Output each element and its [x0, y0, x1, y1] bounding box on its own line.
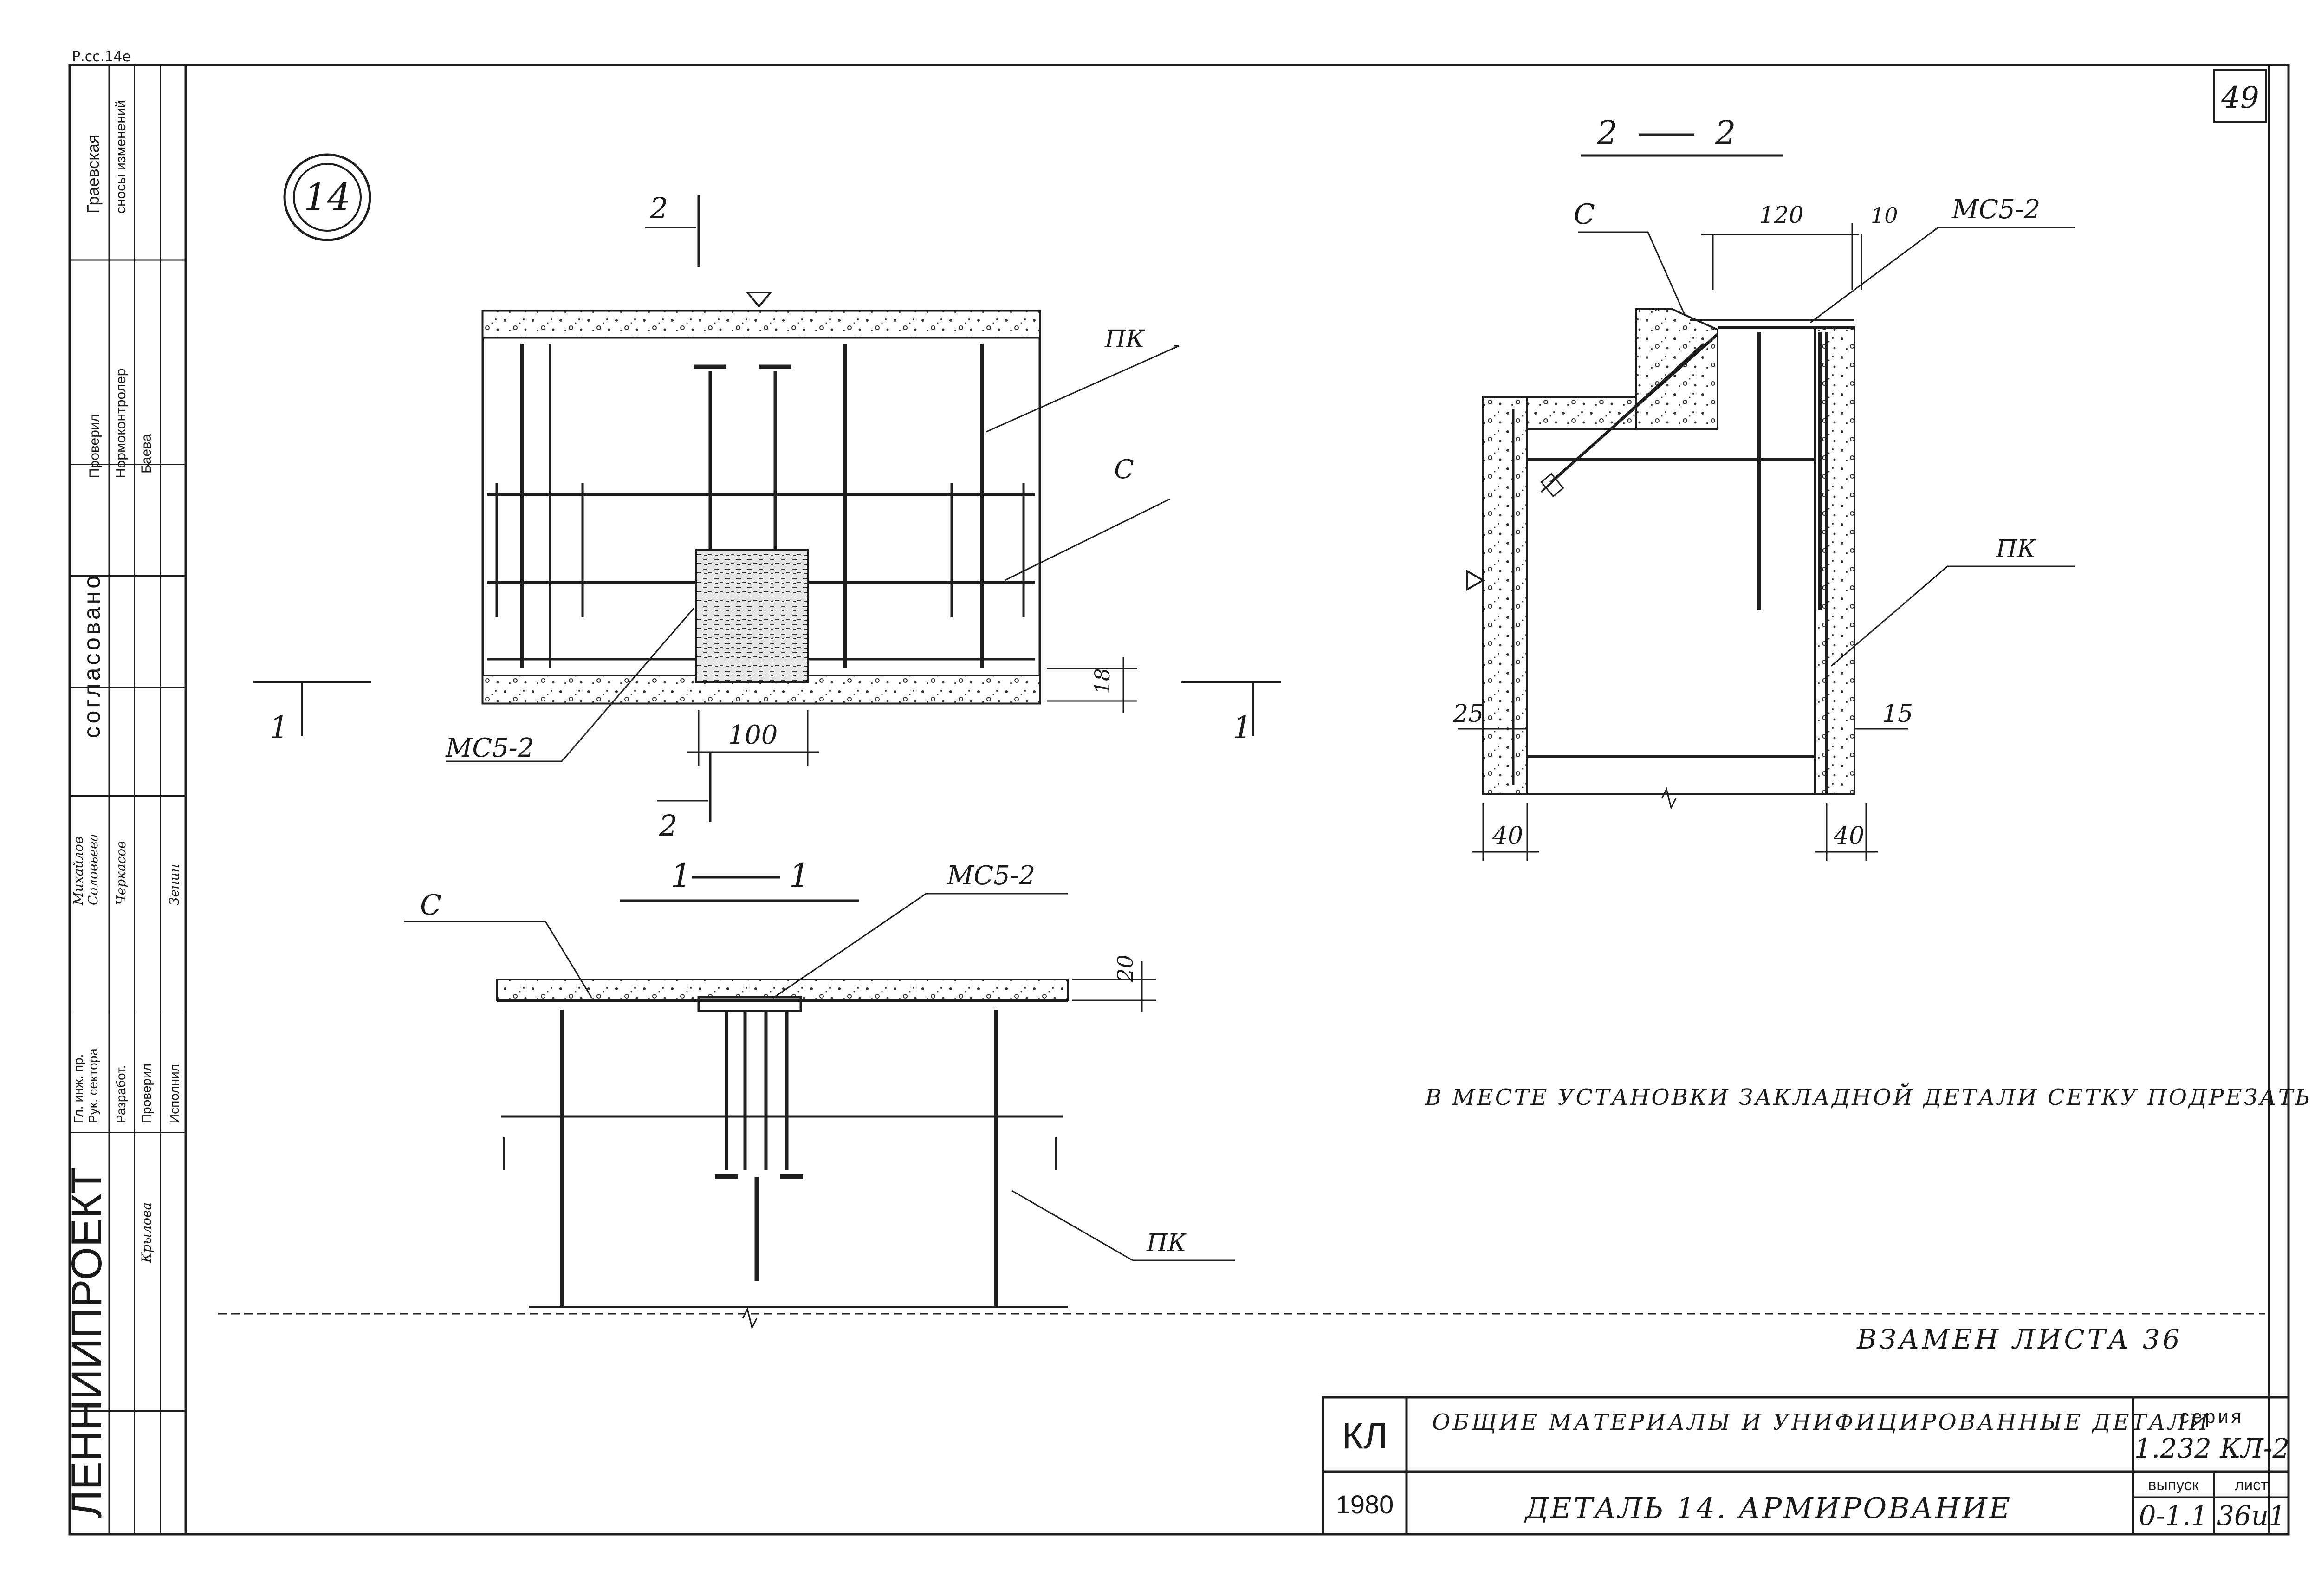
- agreed-label: согласовано: [79, 573, 105, 738]
- s22-dim-120: 120: [1759, 201, 1803, 228]
- plan-label-pk: ПК: [1104, 325, 1145, 353]
- embedded-plate: [695, 549, 809, 683]
- break-mark-1: [742, 1307, 758, 1330]
- s22-title-right: 2: [1715, 114, 1736, 152]
- section-1-1: 1 1 С МС5-2 ПК 20: [404, 856, 1235, 1308]
- s11-label-part: МС5-2: [947, 861, 1035, 891]
- name-1: Михайлов: [71, 837, 86, 906]
- detail-number: 14: [304, 175, 351, 219]
- top-name-2: Баева: [139, 434, 154, 474]
- s11-label-pk: ПК: [1146, 1229, 1187, 1257]
- section-2-2: 2 2 120 10 С МС5-2 ПК: [1452, 114, 2075, 861]
- name-5: Зенин: [167, 864, 182, 905]
- sheet-value: 36и1: [2217, 1500, 2286, 1531]
- plan-label-part: МС5-2: [445, 733, 534, 763]
- left-strip: ЛЕННИИПРОЕКТ согласовано Граевская сносы…: [63, 65, 186, 1534]
- issue-value: 0-1.1: [2139, 1500, 2208, 1531]
- series-label: серия: [2180, 1407, 2244, 1427]
- sheet-label: лист: [2235, 1476, 2268, 1494]
- plan-cut-top: 2: [649, 191, 668, 225]
- top-role-1: Проверил: [87, 414, 102, 478]
- detail-marker: 14: [283, 153, 371, 241]
- plan-dim-edge: 18: [1091, 668, 1115, 694]
- role-2: Рук. сектора: [86, 1048, 100, 1123]
- s22-dim-40-right: 40: [1833, 822, 1864, 850]
- plan-cut-bottom: 2: [659, 809, 677, 843]
- s22-label-part: МС5-2: [1951, 195, 2040, 225]
- year: 1980: [1336, 1490, 1394, 1519]
- series-value: 1.232 КЛ-2: [2134, 1433, 2289, 1464]
- sheet-number: 49: [2221, 81, 2259, 115]
- replaces-note: ВЗАМЕН ЛИСТА 36: [1856, 1324, 2183, 1355]
- break-mark-2: [1661, 787, 1677, 810]
- plan-label-c: С: [1114, 454, 1134, 485]
- org-name: ЛЕННИИПРОЕКТ: [63, 1168, 110, 1518]
- name-4: Крылова: [139, 1202, 154, 1263]
- s22-dim-15: 15: [1882, 700, 1913, 728]
- plan-view: ПК С МС5-2 100 18 2 2 1 1: [253, 191, 1281, 843]
- level-mark: [745, 292, 773, 308]
- role-3: Разработ.: [114, 1065, 128, 1123]
- s11-label-c: С: [420, 889, 441, 921]
- plan-dim-width: 100: [728, 720, 778, 750]
- org-code: КЛ: [1342, 1415, 1387, 1456]
- s22-dim-40-left: 40: [1492, 822, 1523, 850]
- changes-label: сносы изменений: [113, 100, 129, 214]
- s11-dim-top: 20: [1113, 954, 1138, 982]
- top-name-1: Граевская: [84, 135, 103, 214]
- outer-frame: [68, 64, 2290, 1536]
- subject: ОБЩИЕ МАТЕРИАЛЫ И УНИФИЦИРОВАННЫЕ ДЕТАЛИ: [1432, 1409, 2211, 1435]
- s11-title-left: 1: [671, 856, 692, 895]
- s22-dim-10: 10: [1871, 203, 1898, 228]
- s22-title-left: 2: [1596, 114, 1618, 152]
- general-note: В МЕСТЕ УСТАНОВКИ ЗАКЛАДНОЙ ДЕТАЛИ СЕТКУ…: [1425, 1083, 2312, 1110]
- role-4: Проверил: [139, 1064, 154, 1123]
- name-3: Черкасов: [113, 841, 129, 905]
- role-5: Исполнил: [167, 1064, 182, 1123]
- s22-dim-25: 25: [1452, 700, 1484, 728]
- issue-label: выпуск: [2148, 1476, 2199, 1494]
- top-role-2: Нормоконтролер: [113, 369, 129, 478]
- s22-label-pk: ПК: [1996, 535, 2036, 563]
- plan-cut-left: 1: [269, 710, 289, 746]
- drawing-title: ДЕТАЛЬ 14. АРМИРОВАНИЕ: [1524, 1491, 2012, 1525]
- role-1: Гл. инж. пр.: [71, 1054, 85, 1123]
- title-block: КЛ 1980 ОБЩИЕ МАТЕРИАЛЫ И УНИФИЦИРОВАННЫ…: [1322, 1396, 2290, 1536]
- corner-tag: Р.сс.14е: [72, 49, 131, 65]
- name-2: Соловьева: [85, 834, 101, 905]
- s22-label-c: С: [1574, 198, 1595, 231]
- plan-cut-right: 1: [1232, 710, 1252, 746]
- s11-title-right: 1: [789, 856, 810, 895]
- sheet-number-box: [2213, 69, 2267, 123]
